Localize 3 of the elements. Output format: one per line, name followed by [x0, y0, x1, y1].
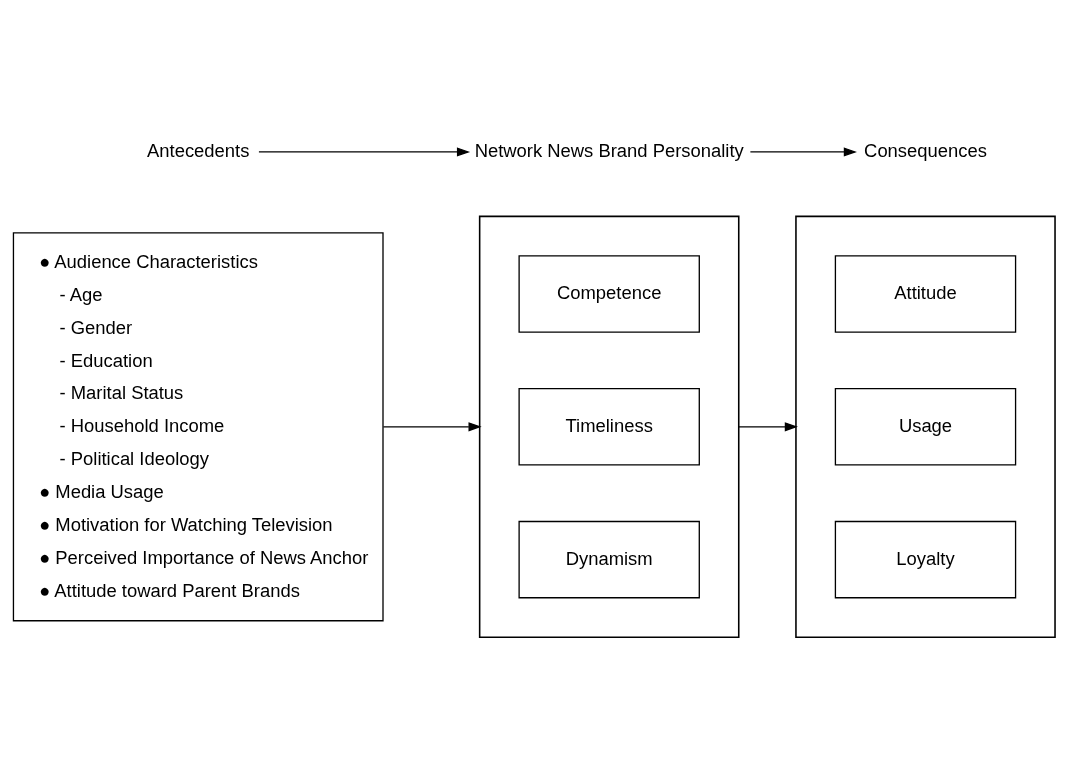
node-text: Antecedents [147, 139, 250, 161]
node-text: Network News Brand Personality [474, 139, 744, 161]
node-text: Consequences [864, 139, 987, 161]
